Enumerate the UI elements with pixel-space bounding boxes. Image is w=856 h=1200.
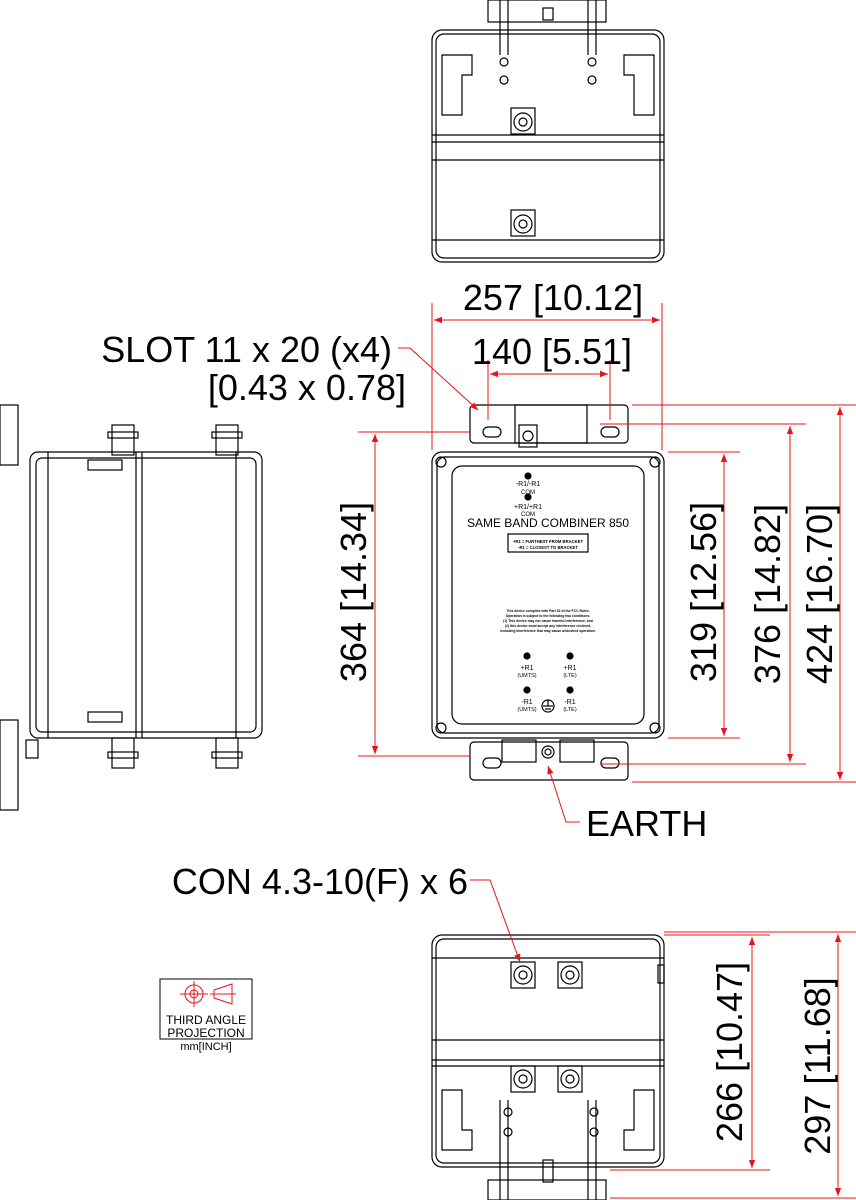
port-3-sub: (UMTS) <box>517 673 536 679</box>
port-number-6: 6 <box>527 474 530 480</box>
slot-callout-line1: SLOT 11 x 20 (x4) <box>101 329 392 370</box>
port-2-sub: (LTE) <box>563 707 577 713</box>
port-top-1-sub: COM <box>521 490 535 496</box>
legend-line-1: +R1 = FURTHEST FROM BRACKET <box>513 539 583 544</box>
fcc-line-5: including interference that may cause un… <box>500 629 595 633</box>
label-panel-text: 6 -R1/-R1 COM 5 +R1/+R1 COM SAME BAND CO… <box>467 474 629 713</box>
fcc-line-2: Operation is subject to the following tw… <box>506 614 591 618</box>
port-4-sub: (UMTS) <box>517 707 536 713</box>
port-number-5: 5 <box>527 495 530 501</box>
dim-266-label: 266 [10.47] <box>709 962 750 1142</box>
fcc-line-4: (2) this device must accept any interfer… <box>505 624 591 628</box>
port-1-label: +R1 <box>563 665 576 672</box>
projection-units: mm[INCH] <box>180 1041 231 1053</box>
dim-319-label: 319 [12.56] <box>683 502 724 682</box>
dim-376-label: 376 [14.82] <box>747 504 788 684</box>
dim-364-label: 364 [14.34] <box>333 502 374 682</box>
connector-callout: CON 4.3-10(F) x 6 <box>172 861 468 902</box>
port-2-label: -R1 <box>564 699 575 706</box>
port-3-label: +R1 <box>520 665 533 672</box>
port-number-2: 2 <box>569 688 572 694</box>
port-top-2-sub: COM <box>521 512 535 518</box>
dim-297-label: 297 [11.68] <box>797 977 838 1155</box>
dim-140-label: 140 [5.51] <box>472 331 632 372</box>
port-number-1: 1 <box>569 654 572 660</box>
port-top-1-label: -R1/-R1 <box>516 481 541 488</box>
dim-424-label: 424 [16.70] <box>799 504 840 684</box>
side-view <box>0 404 263 811</box>
port-number-4: 4 <box>526 688 529 694</box>
front-view <box>431 404 665 781</box>
projection-symbol: THIRD ANGLE PROJECTION mm[INCH] <box>159 978 253 1053</box>
projection-icon <box>180 981 236 1007</box>
slot-callout-line2: [0.43 x 0.78] <box>208 367 406 408</box>
dimension-lines <box>358 303 856 1199</box>
port-4-label: -R1 <box>521 699 532 706</box>
earth-callout: EARTH <box>586 803 707 844</box>
projection-line-2: PROJECTION <box>167 1026 244 1040</box>
legend-line-2: -R1 = CLOSEST TO BRACKET <box>518 545 578 550</box>
port-top-2-label: +R1/+R1 <box>514 504 542 511</box>
port-number-3: 3 <box>526 654 529 660</box>
panel-title: SAME BAND COMBINER 850 <box>467 516 629 530</box>
top-view <box>431 0 665 263</box>
bottom-view <box>431 934 665 1200</box>
fcc-line-1: This device complies with Part 15 of the… <box>506 609 589 613</box>
projection-symbol-frame <box>159 978 253 1040</box>
dim-257-label: 257 [10.12] <box>463 277 643 318</box>
port-1-sub: (LTE) <box>563 673 577 679</box>
fcc-line-3: (1) This device may not cause harmful in… <box>503 619 593 623</box>
projection-line-1: THIRD ANGLE <box>166 1013 246 1027</box>
